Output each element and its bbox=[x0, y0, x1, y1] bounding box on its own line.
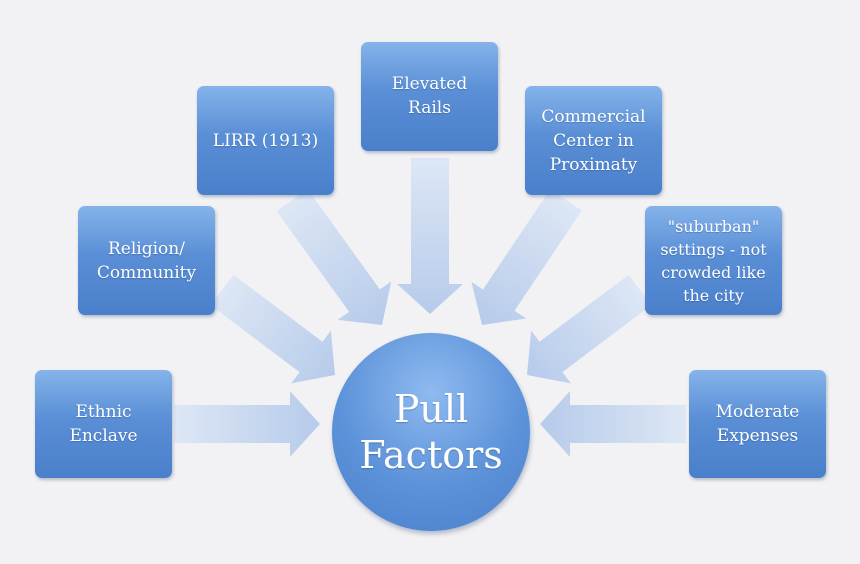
factor-label-line: the city bbox=[683, 285, 744, 305]
factor-label-line: Proximaty bbox=[549, 154, 638, 175]
factor-box-commercial-center: Commercial Center in Proximaty bbox=[525, 86, 662, 195]
hub-title-line1: Pull bbox=[393, 387, 469, 431]
factor-label-line: Rails bbox=[408, 98, 451, 118]
factor-box-elevated-rails: Elevated Rails bbox=[361, 42, 498, 151]
factor-label-line: LIRR (1913) bbox=[212, 130, 319, 151]
hub-title-line2: Factors bbox=[359, 433, 503, 477]
factor-label-line: Enclave bbox=[69, 426, 138, 446]
arrow-lirr bbox=[276, 188, 392, 326]
factor-label-line: settings - not bbox=[660, 239, 767, 259]
factor-box-religion-community: Religion/ Community bbox=[78, 206, 215, 315]
arrow-commercial-center bbox=[471, 189, 582, 326]
factor-label-line: Religion/ bbox=[108, 238, 185, 259]
factor-box-suburban-settings: "suburban" settings - not crowded like t… bbox=[645, 206, 782, 315]
arrow-religion-community bbox=[210, 274, 336, 384]
pull-factors-hub: Pull Factors bbox=[332, 333, 530, 531]
arrow-suburban-settings bbox=[527, 274, 652, 384]
factor-label-line: Expenses bbox=[716, 426, 799, 446]
factor-label-line: Commercial bbox=[541, 106, 646, 127]
arrow-ethnic-enclave bbox=[174, 391, 320, 457]
factor-label-line: Elevated bbox=[391, 74, 468, 94]
factor-box-ethnic-enclave: Ethnic Enclave bbox=[35, 370, 172, 478]
factor-label-line: Ethnic bbox=[75, 402, 132, 422]
factor-box-moderate-expenses: Moderate Expenses bbox=[689, 370, 826, 478]
factor-label-line: Center in bbox=[553, 130, 634, 151]
factor-label-line: Community bbox=[96, 262, 197, 283]
factor-label-line: "suburban" bbox=[667, 216, 760, 236]
arrow-elevated-rails bbox=[397, 158, 463, 314]
factor-box-lirr: LIRR (1913) bbox=[197, 86, 334, 195]
arrow-moderate-expenses bbox=[540, 391, 686, 457]
factor-label-line: Moderate bbox=[715, 402, 800, 422]
factor-label-line: crowded like bbox=[661, 262, 766, 282]
